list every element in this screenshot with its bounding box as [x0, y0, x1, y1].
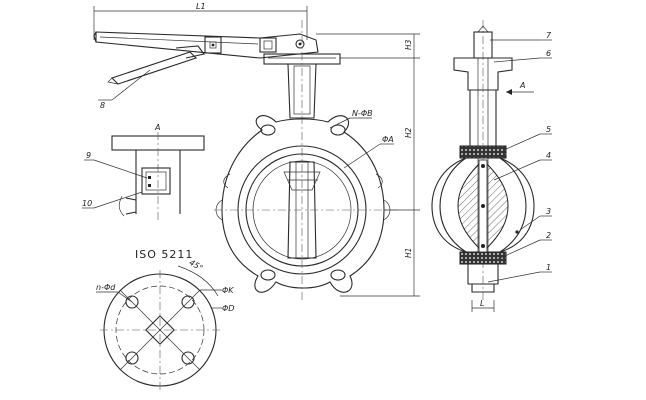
detail-a-mark: A	[154, 123, 160, 132]
side-section-view: L A 7 6 5 4 3 2 1	[431, 20, 552, 312]
dim-phi-k-label: ΦK	[222, 286, 234, 295]
dim-n-b-label: N-ΦB	[352, 109, 373, 118]
part-2-label: 2	[546, 231, 551, 240]
dim-n-d-label: n-Φd	[96, 283, 116, 292]
part-5-label: 5	[546, 125, 551, 134]
dim-phi-a-label: ΦA	[382, 135, 394, 144]
part-4-label: 4	[546, 151, 551, 160]
part-6-label: 6	[546, 49, 551, 58]
part-3-label: 3	[546, 207, 551, 216]
part-9-label: 9	[86, 151, 91, 160]
dim-l-label: L	[480, 299, 484, 308]
dim-h2-label: H2	[404, 127, 413, 138]
part-8-label: 8	[100, 101, 105, 110]
iso-standard-label: ISO 5211	[135, 248, 193, 261]
part-10-label: 10	[82, 199, 92, 208]
section-arrow-label: A	[519, 81, 525, 90]
front-view: L1	[93, 2, 420, 300]
dim-h1-label: H1	[404, 248, 413, 258]
iso-5211-flange-view: ISO 5211 45° n-Φd ΦK ΦD	[96, 248, 234, 392]
dim-phi-d-label: ΦD	[222, 304, 234, 313]
detail-view-a: A 9 10	[82, 123, 205, 220]
dim-h3-label: H3	[404, 39, 413, 50]
part-1-label: 1	[546, 263, 551, 272]
part-7-label: 7	[546, 31, 552, 40]
dim-l1-label: L1	[196, 2, 206, 11]
